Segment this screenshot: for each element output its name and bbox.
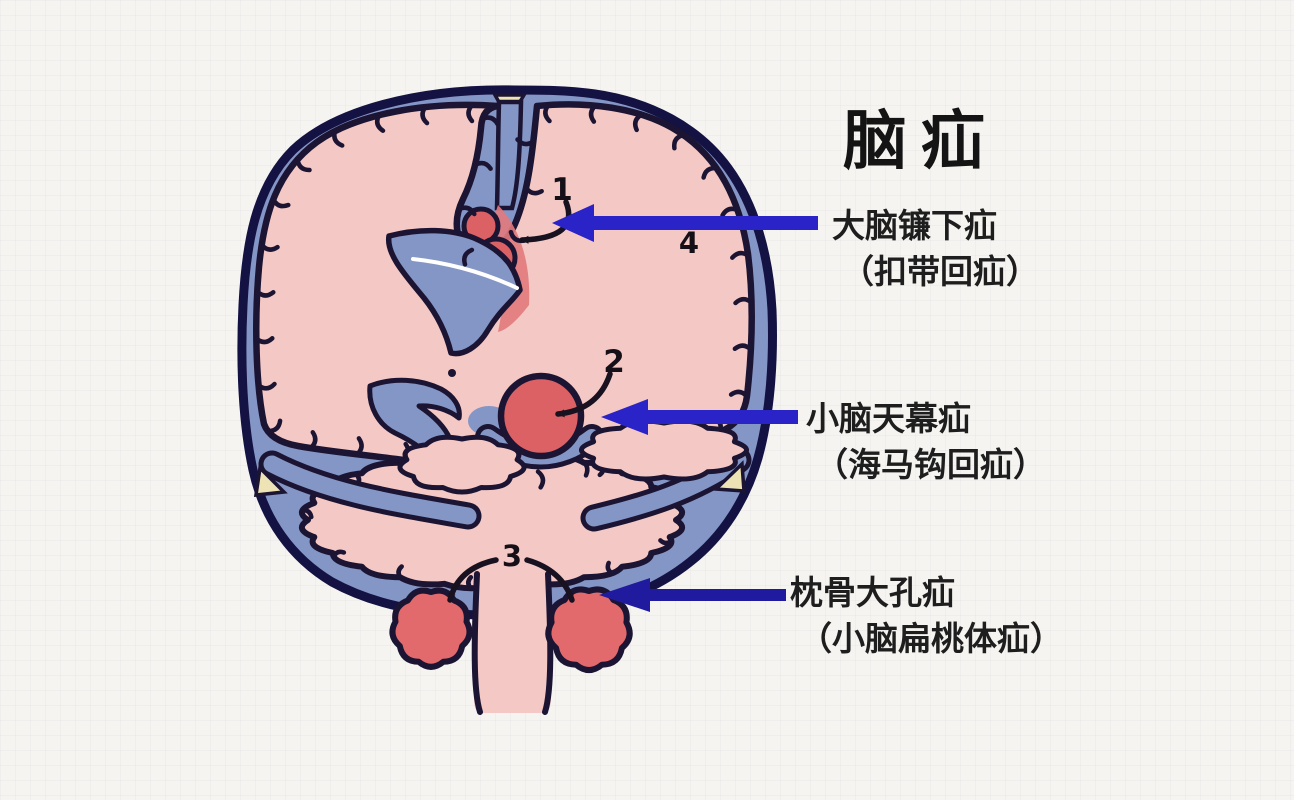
sulcus-tick: [515, 137, 536, 147]
arrow-foramen-magnum: [599, 578, 786, 612]
sulcus-tick: [259, 242, 280, 252]
diagram-title: 脑疝: [843, 105, 999, 179]
sulcus-tick: [271, 197, 291, 209]
label-tentorial-alias: （海马钩回疝）: [815, 445, 1046, 484]
sulcus-tick: [701, 165, 719, 180]
marker-3: 3: [502, 539, 522, 573]
sulcus-tick: [605, 560, 615, 576]
sulcus-tick: [308, 430, 318, 451]
sulcus-tick: [472, 160, 493, 171]
sulcus-tick: [354, 436, 364, 457]
brainstem-right-edge: [542, 571, 554, 715]
marker2-curve: [555, 371, 613, 418]
sulcus-tick: [254, 336, 275, 345]
arrow-tentorial: [601, 399, 798, 435]
label-foramen-magnum: 枕骨大孔疝 （小脑扁桃体疝）: [790, 570, 1063, 662]
brainstem: [474, 568, 551, 713]
sulcus-tick: [480, 115, 500, 127]
marker-2: 2: [603, 344, 625, 380]
marker-4: 4: [679, 226, 699, 260]
sulcus-tick: [331, 549, 347, 559]
sulcus-tick: [332, 128, 345, 148]
transverse-sinus-right: [711, 460, 746, 493]
sulcus-tick: [265, 418, 283, 434]
label-foramen-magnum-alias: （小脑扁桃体疝）: [799, 619, 1063, 658]
gyri-cluster-right: [578, 418, 750, 482]
arrow-subfalcine: [552, 204, 818, 242]
marker3-curve-left: [447, 557, 499, 603]
sulcus-tick: [523, 185, 544, 196]
sulcus-tick: [588, 103, 598, 124]
label-subfalcine-alias: （扣带回疝）: [841, 252, 1039, 291]
sulcus-tick: [255, 289, 276, 298]
falx-cerebri: [494, 99, 524, 211]
label-tentorial-name: 小脑天幕疝: [806, 399, 971, 438]
label-subfalcine: 大脑镰下疝 （扣带回疝）: [832, 203, 1039, 295]
sulcus-tick: [295, 157, 312, 173]
sulcus-dot: [448, 369, 456, 377]
ventricle-septum-line: [411, 257, 519, 290]
sulcus-tick: [462, 247, 475, 267]
label-subfalcine-name: 大脑镰下疝: [832, 206, 997, 245]
sulcus-tick: [720, 206, 740, 218]
marker1-curve: [519, 199, 572, 244]
tonsil-left: [389, 587, 473, 670]
sulcus-tick: [466, 102, 475, 124]
label-tentorial: 小脑天幕疝 （海马钩回疝）: [806, 396, 1046, 488]
sulcus-tick: [633, 112, 644, 133]
sulcus-tick: [543, 102, 552, 124]
sulcus-tick: [420, 104, 430, 126]
sulcus-tick: [730, 250, 751, 260]
sulcus-tick: [578, 457, 590, 478]
sulcus-tick: [535, 469, 546, 490]
sulcus-tick: [396, 564, 404, 580]
sulcus-tick: [728, 389, 750, 399]
marker-1: 1: [551, 172, 573, 208]
sulcus-tick: [466, 574, 474, 591]
gyri-cluster-left: [397, 434, 527, 495]
tonsil-right: [545, 586, 633, 674]
label-foramen-magnum-name: 枕骨大孔疝: [790, 573, 955, 612]
sulcus-tick: [733, 296, 754, 306]
transverse-sinus-left: [253, 464, 288, 497]
sulcus-tick: [374, 112, 386, 133]
sulcus-tick: [300, 508, 314, 520]
sulcus-tick: [671, 132, 686, 151]
brainstem-left-edge: [471, 571, 483, 715]
sulcus-tick: [256, 381, 277, 391]
sulcus-tick: [658, 538, 674, 546]
tentorium-left: [263, 455, 477, 525]
uncal-herniation: [497, 372, 585, 460]
sulcus-tick: [456, 205, 477, 217]
marker3-curve-right: [524, 557, 575, 603]
sulcus-tick: [732, 343, 754, 352]
